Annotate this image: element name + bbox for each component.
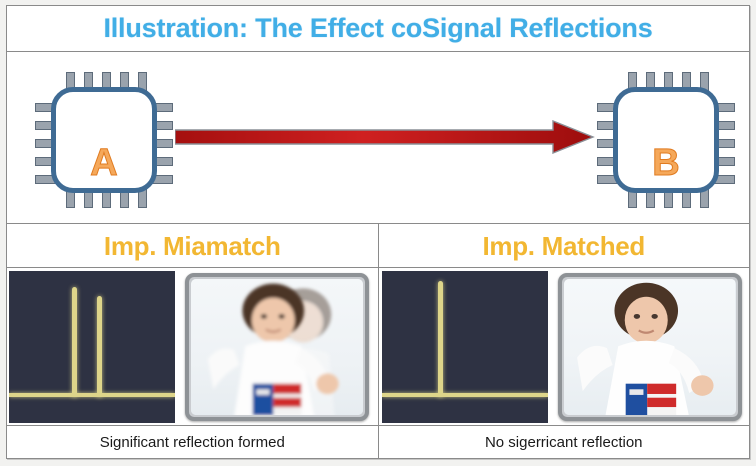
chip-b-body: B: [613, 87, 719, 193]
column-header-mismatch-label: Imp. Miamatch: [103, 230, 281, 261]
column-header-matched: Imp. Matched: [379, 224, 750, 267]
signal-arrow: [174, 119, 595, 155]
chip-a: A: [29, 66, 179, 214]
column-header-mismatch: Imp. Miamatch: [7, 224, 379, 267]
photo-clean-image: [563, 278, 736, 415]
media-row: [7, 268, 749, 425]
diagram-band: A: [7, 52, 749, 224]
oscilloscope-mismatch: [9, 270, 175, 423]
scope-pulse-primary: [437, 280, 443, 397]
scope-pulse-reflection: [96, 296, 102, 397]
title-band: Illustration: The Effect coSignal Reflec…: [7, 6, 749, 52]
oscilloscope-matched: [381, 270, 548, 423]
caption-mismatch: Significant reflection formed: [7, 426, 379, 458]
column-header-matched-label: Imp. Matched: [482, 230, 646, 261]
chip-a-label: A: [90, 142, 118, 184]
caption-row: Significant reflection formed No sigerri…: [7, 425, 749, 458]
column-header-row: Imp. Miamatch Imp. Matched: [7, 224, 749, 268]
caption-matched: No sigerricant reflection: [379, 426, 750, 458]
scope-pulse-primary: [72, 287, 78, 397]
chip-b: B: [591, 66, 741, 214]
photo-ghosting-image: [191, 278, 363, 415]
page-title: Illustration: The Effect coSignal Reflec…: [103, 13, 653, 43]
chip-a-body: A: [51, 87, 157, 193]
media-half-mismatch: [7, 268, 379, 425]
chip-b-label: B: [652, 142, 680, 184]
caption-mismatch-label: Significant reflection formed: [99, 433, 285, 451]
media-half-matched: [379, 268, 750, 425]
photo-ghosting: [185, 272, 369, 421]
caption-matched-label: No sigerricant reflection: [484, 433, 643, 451]
photo-clean: [557, 272, 742, 421]
slide-frame: Illustration: The Effect coSignal Reflec…: [6, 5, 750, 459]
